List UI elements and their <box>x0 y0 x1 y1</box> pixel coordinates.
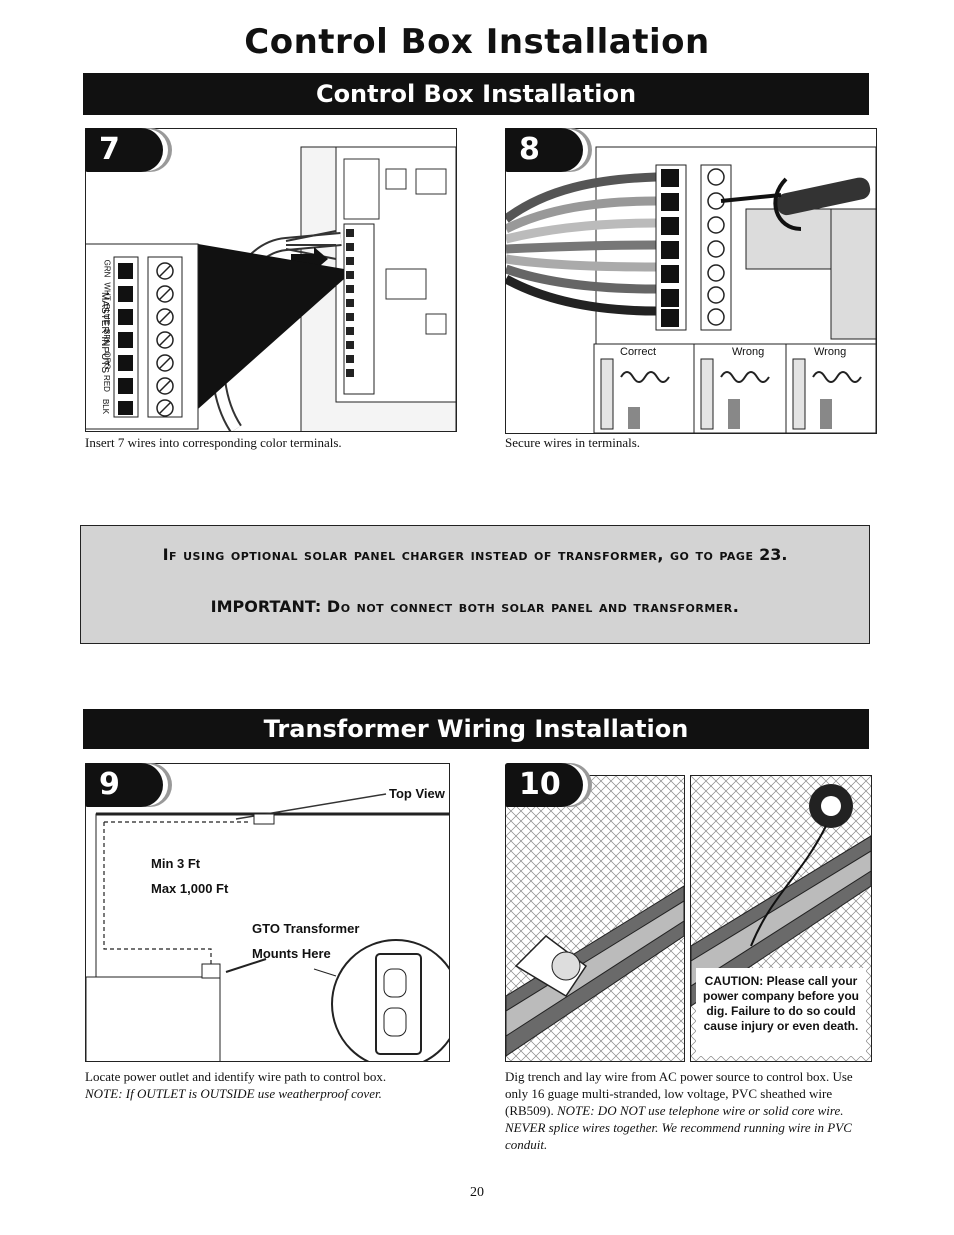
step9-illustration <box>86 793 449 1061</box>
step10-caption-note: NOTE: DO NOT use telephone wire or solid… <box>505 1103 852 1152</box>
inset-label-wrong-1: Wrong <box>732 346 765 358</box>
step8-caption: Secure wires in terminals. <box>505 435 641 450</box>
step7-caption: Insert 7 wires into corresponding color … <box>85 435 342 450</box>
terminal-label-grn: GRN <box>102 259 112 278</box>
top-view-label: Top View <box>389 786 445 801</box>
notice-line-2: IMPORTANT: Do not connect both solar pan… <box>81 597 869 616</box>
wire-spool-illustration <box>691 776 871 1061</box>
step9-figure: Top View Min 3 Ft Max 1,000 Ft GTO Trans… <box>85 763 450 1062</box>
inset-label-correct: Correct <box>620 346 657 358</box>
page-title: Control Box Installation <box>244 22 710 62</box>
step8-illustration <box>506 146 876 433</box>
notice-important-label: IMPORTANT: <box>210 597 322 616</box>
notice-line-1-text: If using optional solar panel charger in… <box>162 545 754 564</box>
step10-caption: Dig trench and lay wire from AC power so… <box>505 1068 875 1153</box>
notice-page-ref: 23. <box>759 545 788 564</box>
step9-caption-note: NOTE: If OUTLET is OUTSIDE use weatherpr… <box>85 1086 382 1101</box>
step-badge-10: 10 <box>505 763 583 807</box>
step-badge-7: 7 <box>85 128 163 172</box>
terminal-label-red: RED <box>101 375 111 392</box>
solar-panel-notice: If using optional solar panel charger in… <box>80 525 870 644</box>
master-inputs-terminal-block <box>113 256 183 418</box>
section-heading-transformer: Transformer Wiring Installation <box>83 709 869 749</box>
notice-line-1: If using optional solar panel charger in… <box>81 545 869 564</box>
notice-line-2-text: Do not connect both solar panel and tran… <box>326 597 740 616</box>
step8-figure: Correct Wrong Wrong <box>505 128 877 434</box>
step10-wire-figure: CAUTION: Please call your power company … <box>690 775 872 1062</box>
terminal-label-blk: BLK <box>101 398 111 415</box>
step10-caption-text: Dig trench and lay wire from AC power so… <box>505 1069 853 1118</box>
step-badge-8: 8 <box>505 128 583 172</box>
min-distance-label: Min 3 Ft <box>151 856 201 871</box>
caution-notice: CAUTION: Please call your power company … <box>702 974 860 1033</box>
master-inputs-label: MASTER INPUTS <box>99 291 111 374</box>
step10-trench-figure <box>505 775 685 1062</box>
step9-caption-text: Locate power outlet and identify wire pa… <box>85 1069 387 1084</box>
transformer-label-line2: Mounts Here <box>252 946 331 961</box>
section-heading-control-box: Control Box Installation <box>83 73 869 115</box>
step-badge-9: 9 <box>85 763 163 807</box>
transformer-label-line1: GTO Transformer <box>252 921 360 936</box>
step7-figure: GRN WHT BLUE BRN ORG RED BLK MASTER INPU… <box>85 128 457 432</box>
step9-caption: Locate power outlet and identify wire pa… <box>85 1068 465 1102</box>
step7-illustration <box>86 146 456 431</box>
inset-label-wrong-2: Wrong <box>814 346 847 358</box>
max-distance-label: Max 1,000 Ft <box>151 881 229 896</box>
page-number: 20 <box>470 1185 484 1200</box>
trench-illustration <box>506 776 684 1061</box>
